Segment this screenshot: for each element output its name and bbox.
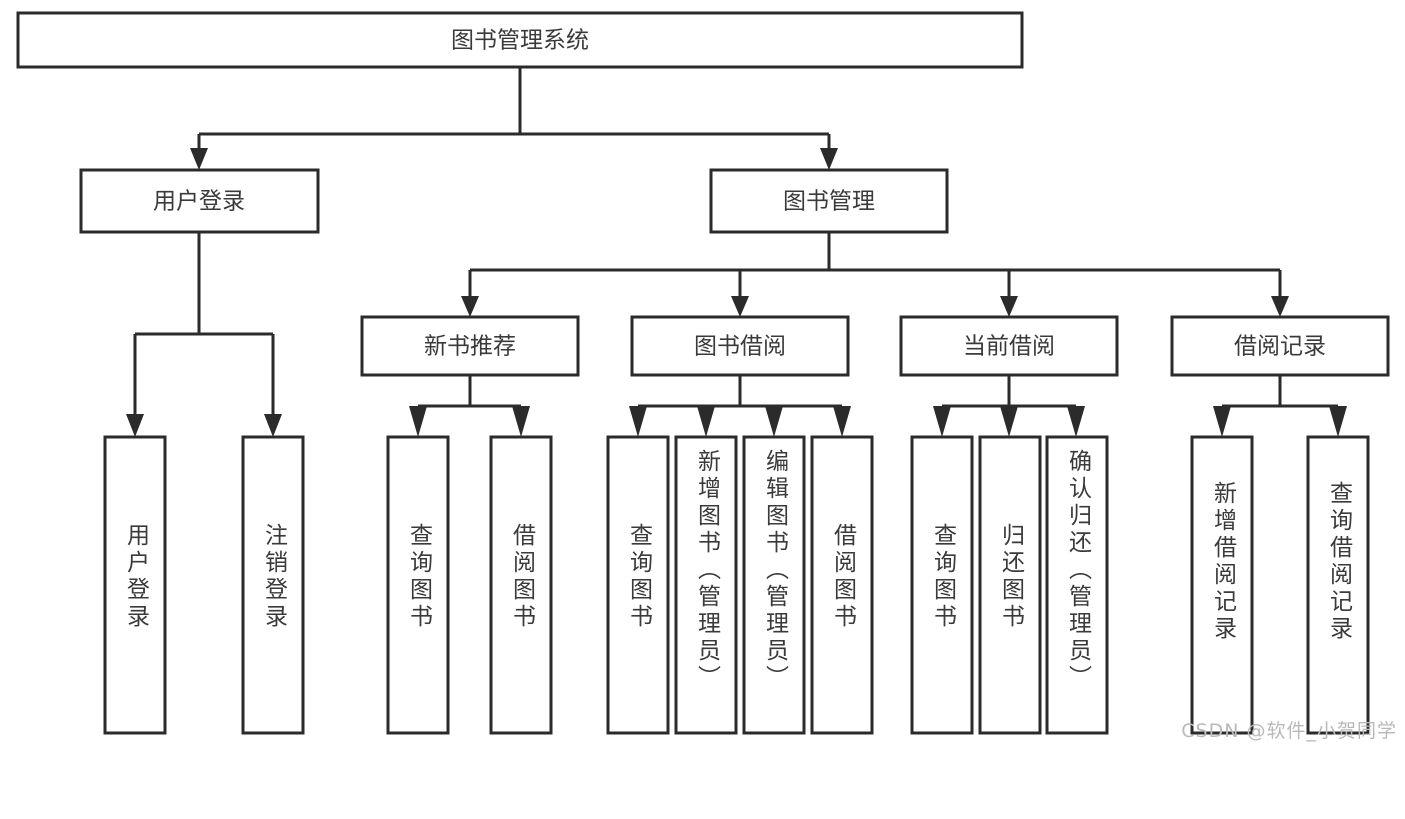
node-borrow-record-label: 借阅记录 — [1234, 334, 1326, 360]
node-book-management-label: 图书管理 — [783, 189, 875, 215]
node-leaf-add-record-box[interactable] — [1190, 435, 1254, 735]
arrow-head-leaf-logout-login — [264, 414, 282, 437]
arrow-head-leaf-add-book — [697, 406, 715, 437]
connector-group-user-login — [126, 232, 282, 437]
node-book-management-box[interactable] — [709, 168, 949, 234]
node-leaf-borrow-book-1-box[interactable] — [489, 435, 553, 735]
node-borrow-record[interactable]: 借阅记录 — [1170, 315, 1390, 377]
arrow-head-current-borrow — [1000, 296, 1018, 317]
arrow-head-leaf-query-book-1 — [409, 406, 427, 437]
node-leaf-borrow-book-2-box[interactable] — [810, 435, 874, 735]
connector-group-root — [190, 67, 838, 170]
node-current-borrow-box[interactable] — [899, 315, 1119, 377]
node-book-borrow-label: 图书借阅 — [694, 334, 786, 360]
node-leaf-user-login-box[interactable] — [103, 435, 167, 735]
node-root-label: 图书管理系统 — [451, 28, 589, 54]
connector-group-new-book-recommend — [409, 375, 530, 437]
node-leaf-confirm-return-box[interactable] — [1045, 435, 1109, 735]
node-new-book-recommend-box[interactable] — [360, 315, 580, 377]
node-user-login[interactable]: 用户登录 — [79, 168, 320, 234]
node-root-box[interactable] — [16, 11, 1024, 69]
connector-group-book-borrow — [629, 375, 851, 437]
arrow-head-leaf-return-book — [1000, 406, 1018, 437]
arrow-head-book-management — [820, 148, 838, 170]
node-leaf-query-book-1-box[interactable] — [386, 435, 450, 735]
arrow-head-book-borrow — [731, 296, 749, 317]
node-leaf-query-book-2-box[interactable] — [606, 435, 670, 735]
flowchart-svg: 图书管理系统 用户登录 图书管理 新书推荐 图书借阅 当前借阅 借阅记录 — [16, 11, 1390, 735]
arrow-head-leaf-user-login — [126, 414, 144, 437]
arrow-head-leaf-query-record — [1329, 406, 1347, 437]
node-user-login-label: 用户登录 — [153, 189, 245, 215]
arrow-head-leaf-edit-book — [765, 406, 783, 437]
arrow-head-leaf-query-book-2 — [629, 406, 647, 437]
arrow-head-leaf-confirm-return — [1067, 406, 1085, 437]
node-root[interactable]: 图书管理系统 — [16, 11, 1024, 69]
node-leaf-logout-login-box[interactable] — [241, 435, 305, 735]
arrow-head-user-login — [190, 148, 208, 170]
node-borrow-record-box[interactable] — [1170, 315, 1390, 377]
arrow-head-leaf-borrow-book-2 — [833, 406, 851, 437]
node-current-borrow[interactable]: 当前借阅 — [899, 315, 1119, 377]
node-new-book-recommend-label: 新书推荐 — [424, 334, 516, 360]
watermark-text: CSDN @软件_小贺同学 — [1181, 720, 1397, 742]
node-leaf-edit-book-box[interactable] — [742, 435, 806, 735]
arrow-head-leaf-query-book-3 — [933, 406, 951, 437]
node-leaf-return-book-box[interactable] — [978, 435, 1042, 735]
node-book-borrow[interactable]: 图书借阅 — [630, 315, 850, 377]
node-leaf-add-book-box[interactable] — [674, 435, 738, 735]
arrow-head-new-book-recommend — [461, 296, 479, 317]
diagram-canvas: 图书管理系统 用户登录 图书管理 新书推荐 图书借阅 当前借阅 借阅记录 — [16, 11, 1397, 742]
arrow-head-leaf-borrow-book-1 — [512, 406, 530, 437]
node-book-borrow-box[interactable] — [630, 315, 850, 377]
connector-group-current-borrow — [933, 375, 1085, 437]
node-leaf-query-book-3-box[interactable] — [910, 435, 974, 735]
node-leaf-query-record-box[interactable] — [1306, 435, 1370, 735]
node-new-book-recommend[interactable]: 新书推荐 — [360, 315, 580, 377]
node-user-login-box[interactable] — [79, 168, 320, 234]
arrow-head-leaf-add-record — [1213, 406, 1231, 437]
leaf-box-group — [103, 435, 1370, 735]
connector-group-book-management — [461, 232, 1289, 317]
arrow-head-borrow-record — [1271, 296, 1289, 317]
node-current-borrow-label: 当前借阅 — [963, 334, 1055, 360]
connector-group-borrow-record — [1213, 375, 1347, 437]
node-book-management[interactable]: 图书管理 — [709, 168, 949, 234]
